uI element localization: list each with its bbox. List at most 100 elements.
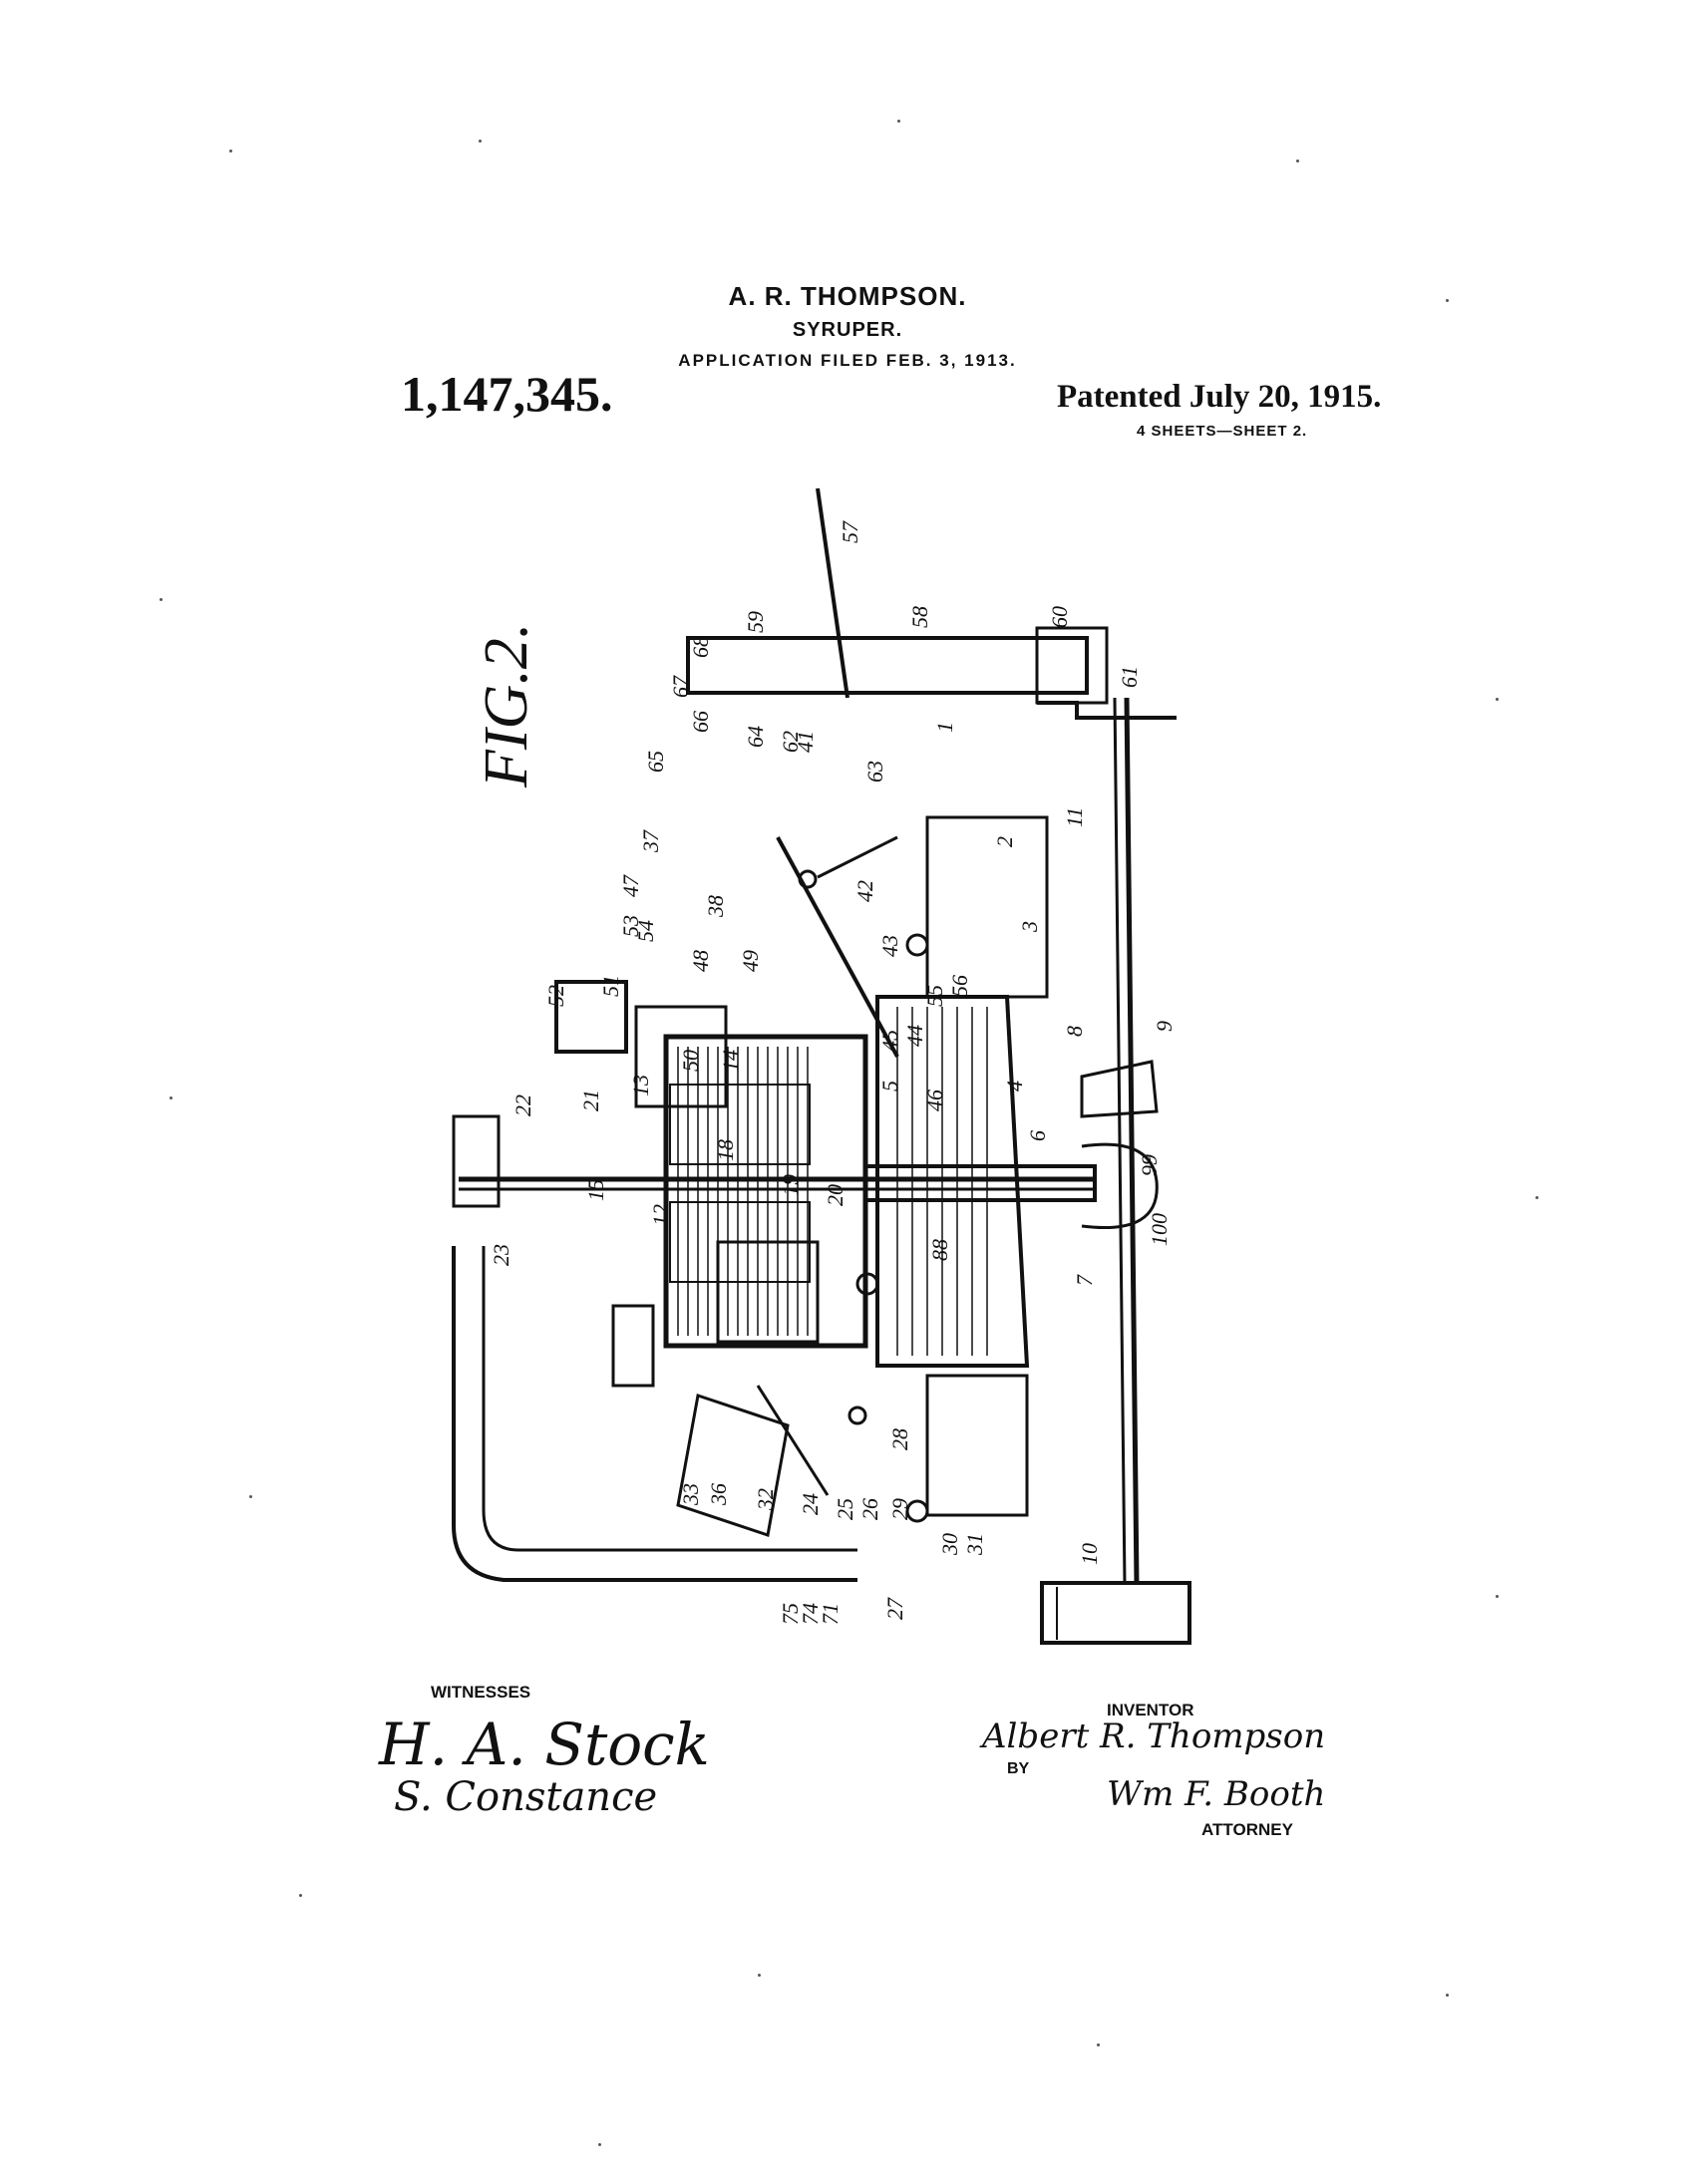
reference-numeral-13: 13 <box>628 1075 653 1096</box>
reference-numeral-19: 19 <box>778 1174 803 1196</box>
reference-numeral-5: 5 <box>877 1081 902 1092</box>
reference-numeral-46: 46 <box>922 1090 947 1111</box>
application-filed-date: APPLICATION FILED FEB. 3, 1913. <box>678 351 1017 370</box>
reference-numeral-88: 88 <box>927 1239 952 1261</box>
print-speck <box>229 150 232 153</box>
reference-numeral-74: 74 <box>798 1603 823 1625</box>
reference-numeral-29: 29 <box>887 1498 912 1520</box>
reference-numeral-6: 6 <box>1025 1130 1050 1141</box>
reference-numeral-1: 1 <box>932 722 957 733</box>
reference-numeral-53: 53 <box>618 915 643 937</box>
reference-numeral-64: 64 <box>743 726 768 748</box>
reference-numeral-51: 51 <box>598 975 623 997</box>
reference-numeral-32: 32 <box>753 1488 778 1511</box>
reference-numeral-52: 52 <box>543 985 568 1007</box>
reference-numeral-60: 60 <box>1047 606 1072 628</box>
reference-numeral-31: 31 <box>962 1533 987 1556</box>
print-speck <box>1446 299 1449 302</box>
print-speck <box>1535 1196 1538 1199</box>
reference-numeral-8: 8 <box>1062 1026 1087 1037</box>
reference-numeral-21: 21 <box>578 1090 603 1111</box>
reference-numeral-66: 66 <box>688 711 713 733</box>
inventor-label: INVENTOR <box>1107 1701 1194 1719</box>
reference-numeral-54: 54 <box>633 920 658 942</box>
reference-numeral-22: 22 <box>510 1094 535 1116</box>
witness-2-signature: S. Constance <box>394 1774 658 1820</box>
reference-numeral-68: 68 <box>688 636 713 658</box>
reference-numeral-61: 61 <box>1117 666 1142 688</box>
reference-numeral-14: 14 <box>718 1050 743 1072</box>
reference-numeral-43: 43 <box>877 935 902 957</box>
reference-numeral-4: 4 <box>1002 1081 1027 1092</box>
reference-numeral-10: 10 <box>1077 1543 1102 1565</box>
by-label: BY <box>1007 1760 1030 1777</box>
reference-numeral-26: 26 <box>857 1498 882 1520</box>
reference-numeral-11: 11 <box>1062 807 1087 827</box>
attorney-signature: Wm F. Booth <box>1107 1774 1326 1814</box>
print-speck <box>160 598 163 601</box>
witnesses-label: WITNESSES <box>431 1683 531 1702</box>
reference-numeral-12: 12 <box>648 1204 673 1226</box>
inventor-signature: Albert R. Thompson <box>982 1716 1326 1756</box>
reference-numeral-3: 3 <box>1017 921 1042 933</box>
reference-numeral-25: 25 <box>833 1498 857 1520</box>
reference-numeral-30: 30 <box>937 1533 962 1556</box>
patent-number: 1,147,345. <box>401 366 613 422</box>
reference-numeral-63: 63 <box>862 761 887 782</box>
reference-numeral-57: 57 <box>838 520 862 543</box>
reference-numeral-47: 47 <box>618 874 643 897</box>
reference-numeral-48: 48 <box>688 950 713 972</box>
print-speck <box>170 1096 172 1099</box>
print-speck <box>1296 159 1299 162</box>
reference-numeral-7: 7 <box>1072 1274 1097 1286</box>
print-speck <box>897 120 900 123</box>
sheet-count: 4 SHEETS—SHEET 2. <box>1137 423 1308 440</box>
reference-numeral-37: 37 <box>638 829 663 853</box>
reference-numeral-41: 41 <box>793 731 818 753</box>
reference-numeral-27: 27 <box>882 1597 907 1620</box>
reference-numeral-33: 33 <box>678 1483 703 1506</box>
reference-numeral-50: 50 <box>678 1050 703 1072</box>
witness-1-signature: H. A. Stock <box>379 1711 710 1778</box>
reference-numeral-23: 23 <box>489 1244 513 1266</box>
reference-numeral-28: 28 <box>887 1428 912 1450</box>
inventor-name-heading: A. R. THOMPSON. <box>728 281 967 311</box>
reference-numeral-55: 55 <box>922 985 947 1007</box>
reference-numeral-44: 44 <box>902 1025 927 1047</box>
reference-numeral-20: 20 <box>823 1184 848 1206</box>
reference-numeral-38: 38 <box>703 895 728 918</box>
reference-numeral-24: 24 <box>798 1493 823 1515</box>
print-speck <box>1496 1595 1499 1598</box>
reference-numeral-9: 9 <box>1152 1021 1177 1032</box>
reference-numeral-75: 75 <box>778 1603 803 1625</box>
print-speck <box>299 1894 302 1897</box>
print-speck <box>1097 2043 1100 2046</box>
reference-numeral-100: 100 <box>1147 1213 1172 1246</box>
reference-numeral-42: 42 <box>852 880 877 902</box>
reference-numeral-45: 45 <box>877 1030 902 1052</box>
print-speck <box>1446 1994 1449 1997</box>
reference-numeral-56: 56 <box>947 975 972 997</box>
reference-numeral-49: 49 <box>738 950 763 972</box>
reference-numeral-58: 58 <box>907 606 932 628</box>
print-speck <box>479 140 482 143</box>
reference-numeral-99: 99 <box>1137 1154 1162 1176</box>
reference-numeral-59: 59 <box>743 611 768 633</box>
print-speck <box>1496 698 1499 701</box>
print-speck <box>249 1495 252 1498</box>
reference-numeral-71: 71 <box>818 1603 843 1625</box>
reference-numeral-65: 65 <box>643 751 668 773</box>
print-speck <box>598 2143 601 2146</box>
print-speck <box>758 1974 761 1977</box>
reference-numeral-15: 15 <box>583 1179 608 1201</box>
reference-numeral-67: 67 <box>668 675 693 698</box>
figure-label: FIG.2. <box>473 623 540 788</box>
reference-numeral-62: 62 <box>778 731 803 753</box>
reference-numeral-36: 36 <box>706 1483 731 1506</box>
attorney-label: ATTORNEY <box>1201 1820 1293 1839</box>
reference-numeral-18: 18 <box>713 1139 738 1161</box>
reference-numeral-2: 2 <box>992 836 1017 847</box>
patented-date: Patented July 20, 1915. <box>1057 379 1382 415</box>
invention-title: SYRUPER. <box>792 319 903 341</box>
